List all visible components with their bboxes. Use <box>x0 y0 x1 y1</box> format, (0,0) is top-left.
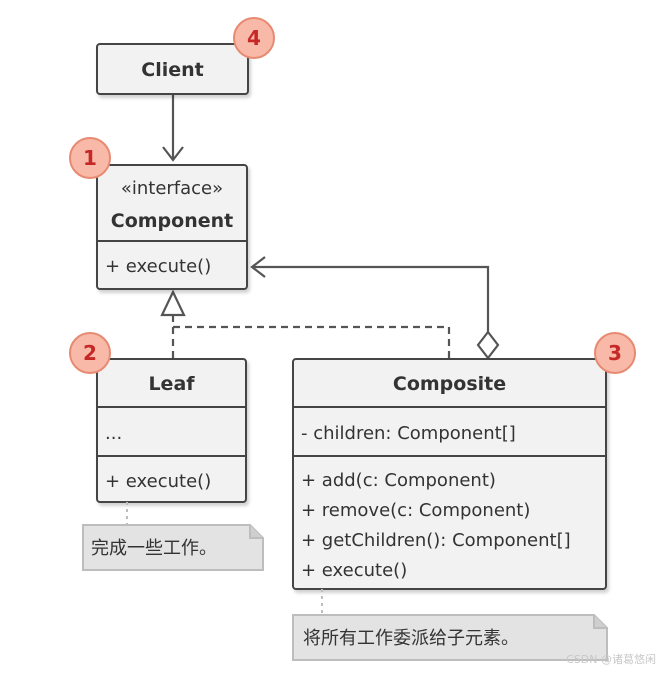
client-to-component-arrowhead <box>162 146 184 162</box>
component-box: «interface» Component + execute() <box>96 164 248 290</box>
composite-note: 将所有工作委派给子元素。 <box>292 614 608 661</box>
leaf-fields: ... <box>105 423 122 444</box>
component-title: Component <box>111 210 233 232</box>
badge-leaf: 2 <box>69 332 111 374</box>
component-stereotype: «interface» <box>121 178 223 199</box>
badge-client: 4 <box>233 17 275 59</box>
badge-number: 3 <box>608 341 622 365</box>
aggregation-diamond <box>476 330 500 360</box>
component-method: + execute() <box>105 256 211 277</box>
composite-box: Composite - children: Component[] + add(… <box>292 358 607 590</box>
client-title: Client <box>141 59 203 81</box>
composite-method: + remove(c: Component) <box>301 500 530 521</box>
composite-method: + add(c: Component) <box>301 470 496 491</box>
aggregation-line <box>252 265 490 332</box>
badge-component: 1 <box>69 137 111 179</box>
watermark: CSDN @诸葛悠闲 <box>566 652 656 666</box>
badge-number: 2 <box>83 341 97 365</box>
leaf-title: Leaf <box>148 373 195 395</box>
leaf-method: + execute() <box>105 471 211 492</box>
leaf-box: Leaf ... + execute() <box>96 358 247 503</box>
aggregation-arrowhead <box>250 256 266 278</box>
composite-method: + execute() <box>301 560 407 581</box>
composite-field: - children: Component[] <box>301 423 516 444</box>
badge-number: 4 <box>247 26 261 50</box>
composite-title: Composite <box>393 373 506 395</box>
leaf-note: 完成一些工作。 <box>82 524 264 571</box>
client-box: Client <box>96 43 249 95</box>
leaf-note-text: 完成一些工作。 <box>91 538 217 559</box>
badge-number: 1 <box>83 146 97 170</box>
composite-realization-line <box>173 325 451 358</box>
realization-triangle <box>160 289 186 317</box>
composite-note-text: 将所有工作委派给子元素。 <box>303 628 519 649</box>
badge-composite: 3 <box>594 332 636 374</box>
composite-method: + getChildren(): Component[] <box>301 530 571 551</box>
